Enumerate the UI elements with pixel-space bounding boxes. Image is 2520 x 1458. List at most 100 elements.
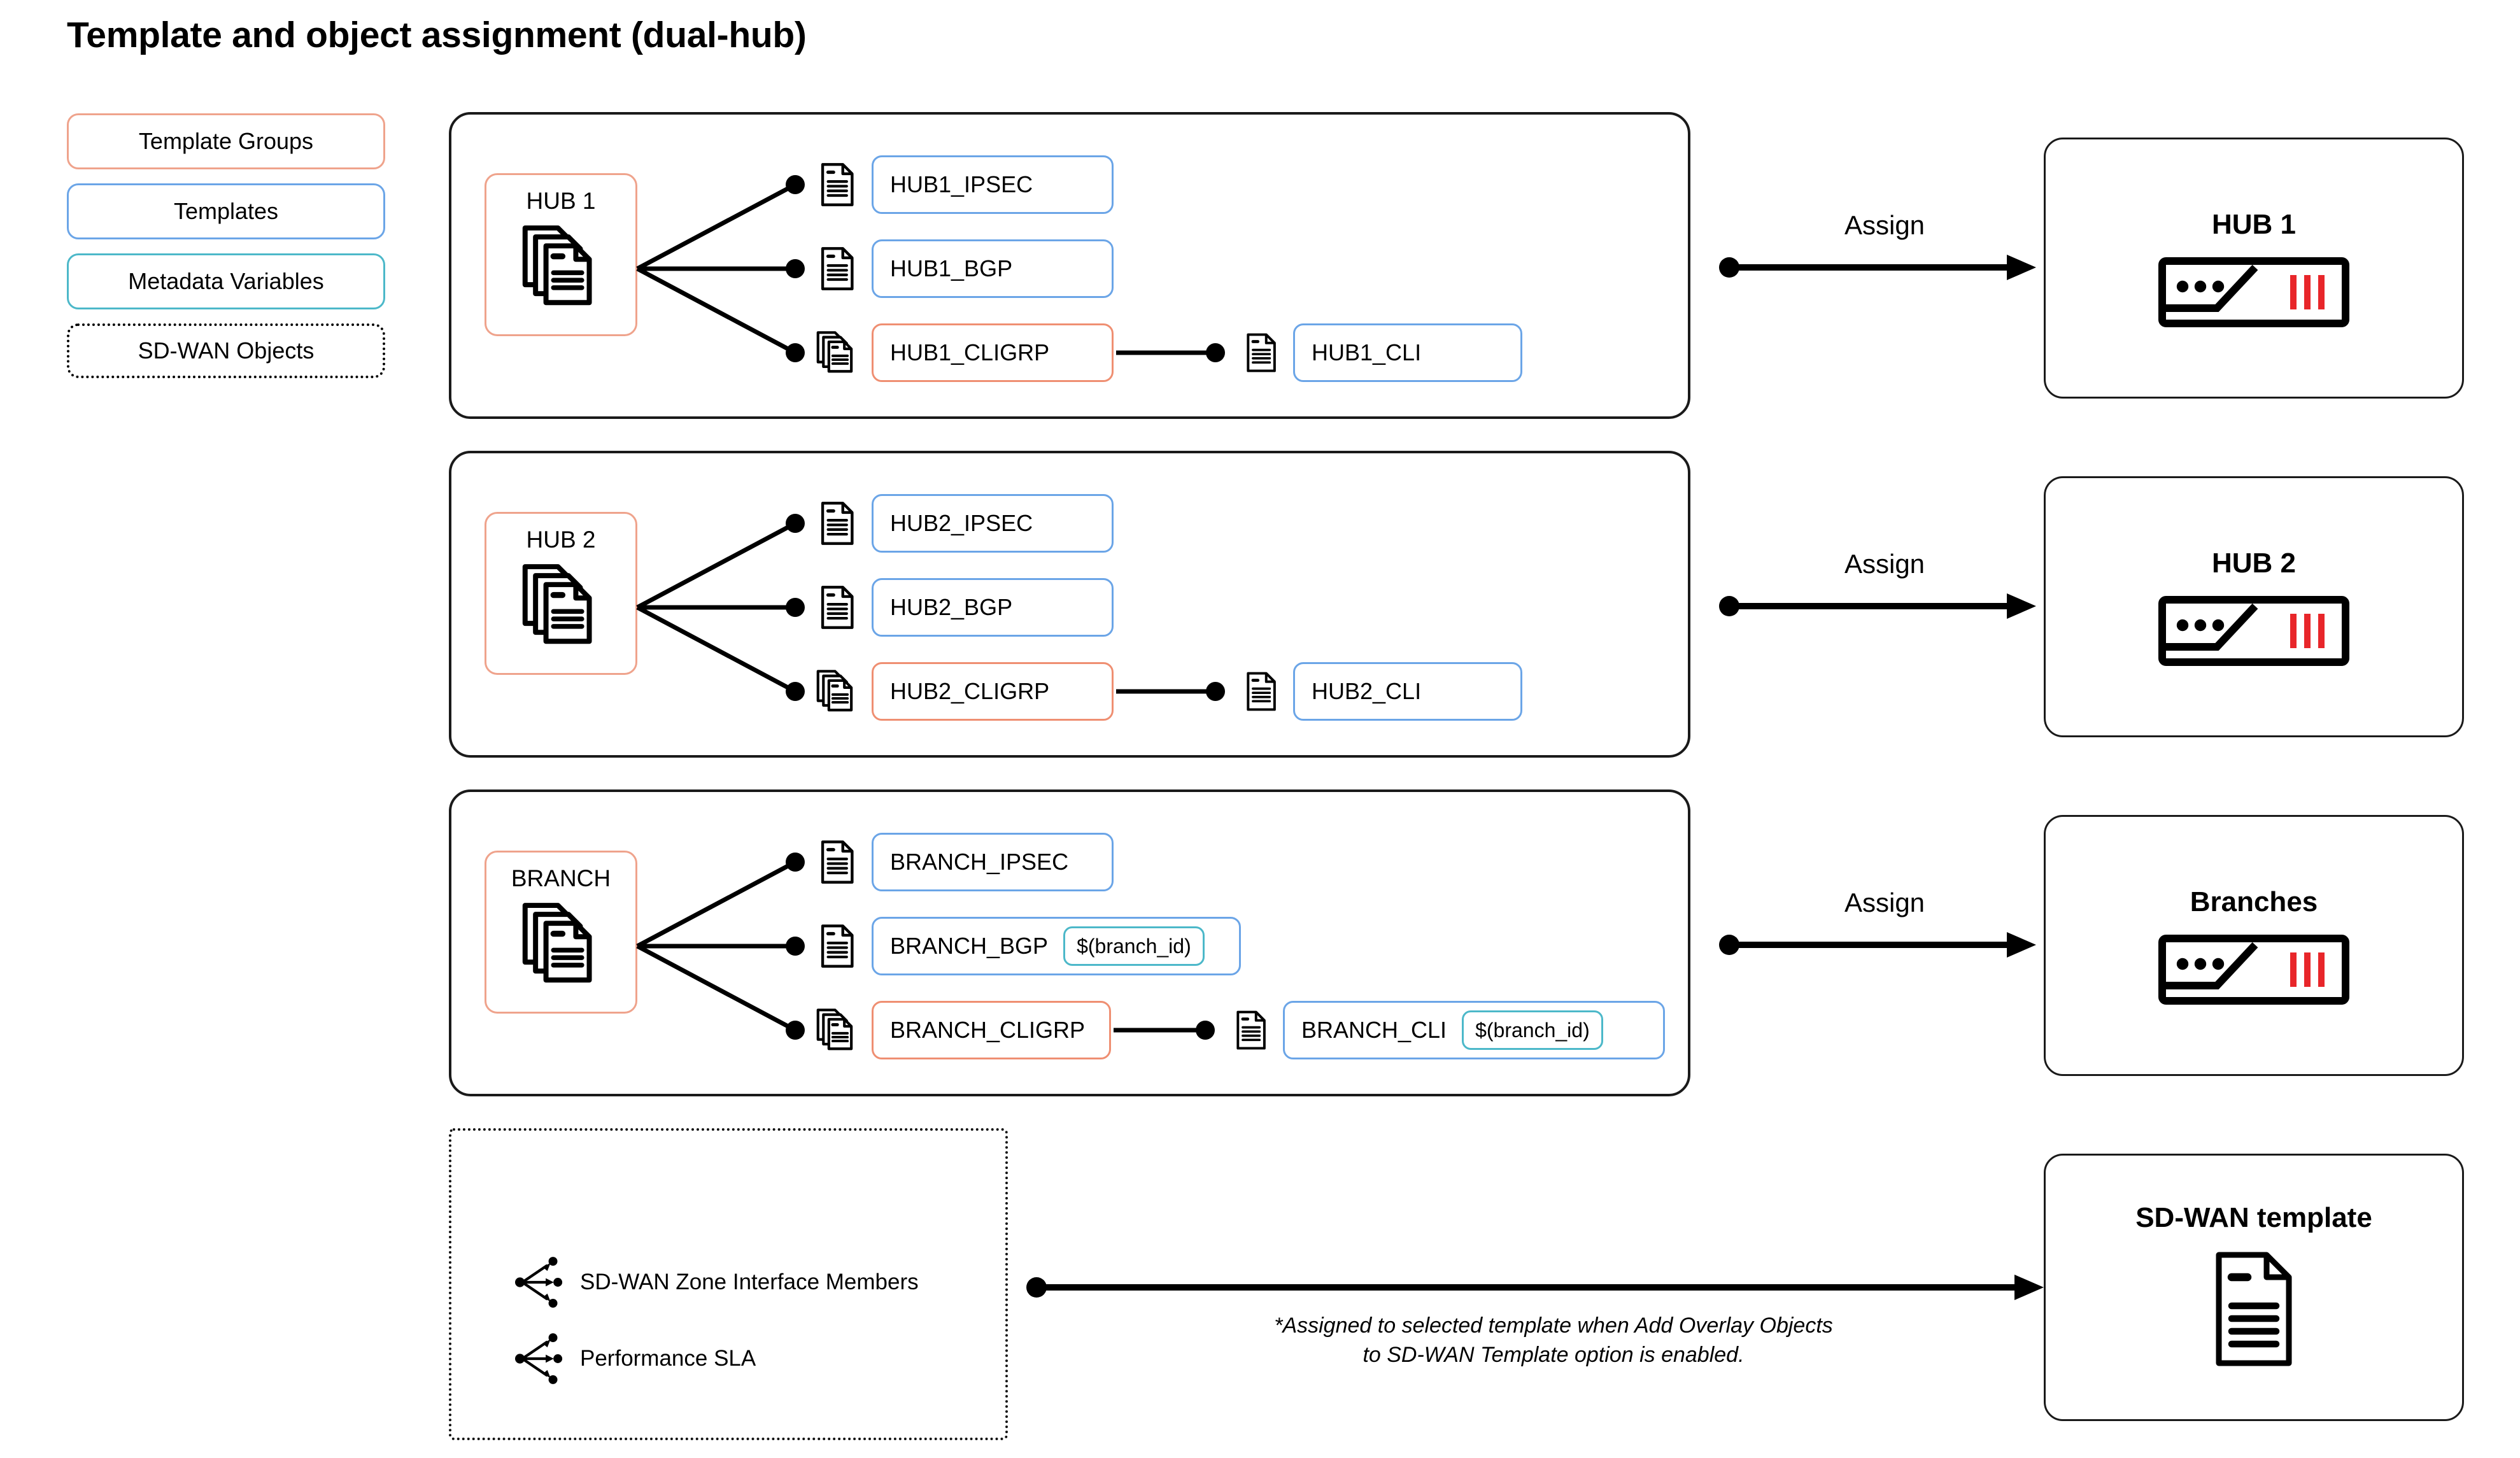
template-name: HUB2_BGP bbox=[890, 594, 1013, 620]
stacked-documents-icon bbox=[513, 219, 609, 315]
sdwan-assign-arrow bbox=[1026, 1273, 2045, 1301]
template-group-badge-branch[interactable]: BRANCH bbox=[485, 851, 637, 1014]
legend-item-sdwan-objects[interactable]: SD-WAN Objects bbox=[67, 323, 385, 378]
sdwan-template-title: SD-WAN template bbox=[2135, 1202, 2372, 1233]
sdwan-objects-panel: SD-WAN Zone Interface Members Performanc… bbox=[449, 1128, 1008, 1440]
template-group-card-hub2: HUB 2 bbox=[449, 451, 1690, 758]
template-box[interactable]: HUB1_BGP bbox=[872, 239, 1114, 298]
template-box[interactable]: HUB2_CLI bbox=[1293, 662, 1522, 721]
template-row: HUB1_CLIGRP HUB1_CLI bbox=[812, 323, 1522, 382]
stacked-documents-icon bbox=[812, 1005, 861, 1055]
legend-item-template-groups[interactable]: Template Groups bbox=[67, 113, 385, 169]
template-row: BRANCH_IPSEC bbox=[812, 833, 1114, 891]
metadata-variable-chip[interactable]: $(branch_id) bbox=[1063, 926, 1205, 966]
legend-label: Templates bbox=[173, 198, 279, 224]
stacked-documents-icon bbox=[513, 896, 609, 992]
fanout-connector-hub2 bbox=[636, 509, 805, 705]
document-icon bbox=[1238, 669, 1283, 714]
template-box[interactable]: HUB2_BGP bbox=[872, 578, 1114, 637]
template-box[interactable]: BRANCH_IPSEC bbox=[872, 833, 1114, 891]
sdwan-object-item[interactable]: Performance SLA bbox=[515, 1333, 756, 1384]
template-group-box[interactable]: HUB2_CLIGRP bbox=[872, 662, 1114, 721]
device-card-hub2[interactable]: HUB 2 bbox=[2044, 476, 2464, 737]
assign-arrow-hub1 bbox=[1719, 253, 2037, 281]
template-box[interactable]: HUB1_CLI bbox=[1293, 323, 1522, 382]
sdwan-object-label: Performance SLA bbox=[580, 1346, 756, 1371]
assign-arrow-hub2 bbox=[1719, 592, 2037, 620]
legend-item-metadata-variables[interactable]: Metadata Variables bbox=[67, 253, 385, 309]
fan-out-icon bbox=[515, 1257, 563, 1308]
template-name: HUB2_IPSEC bbox=[890, 510, 1033, 536]
legend-label: Template Groups bbox=[138, 128, 314, 154]
document-icon bbox=[2203, 1245, 2305, 1373]
cligrp-to-cli-connector bbox=[1114, 340, 1235, 365]
template-group-card-branch: BRANCH bbox=[449, 789, 1690, 1096]
metadata-variable-chip[interactable]: $(branch_id) bbox=[1462, 1010, 1603, 1050]
template-row: BRANCH_CLIGRP BRANCH_CLI $(branch_id) bbox=[812, 1001, 1665, 1059]
document-icon bbox=[1228, 1008, 1273, 1052]
assign-arrow-branch bbox=[1719, 931, 2037, 959]
sdwan-object-item[interactable]: SD-WAN Zone Interface Members bbox=[515, 1257, 919, 1308]
device-card-branches[interactable]: Branches bbox=[2044, 815, 2464, 1076]
cligrp-to-cli-connector bbox=[1111, 1017, 1224, 1043]
template-name: HUB1_IPSEC bbox=[890, 171, 1033, 197]
template-row: HUB2_CLIGRP HUB2_CLI bbox=[812, 662, 1522, 721]
template-name: HUB1_BGP bbox=[890, 255, 1013, 281]
assign-label: Assign bbox=[1844, 888, 1925, 917]
firewall-device-icon bbox=[2158, 257, 2349, 327]
sdwan-template-card[interactable]: SD-WAN template bbox=[2044, 1154, 2464, 1421]
document-icon bbox=[812, 837, 861, 887]
device-title: HUB 1 bbox=[2211, 209, 2297, 240]
template-name: BRANCH_BGP bbox=[890, 933, 1049, 959]
legend: Template Groups Templates Metadata Varia… bbox=[67, 113, 385, 392]
assign-label: Assign bbox=[1844, 549, 1925, 579]
template-name: HUB2_CLI bbox=[1312, 678, 1422, 704]
fanout-connector-hub1 bbox=[636, 171, 805, 367]
template-group-name: HUB1_CLIGRP bbox=[890, 339, 1050, 365]
template-group-badge-label: HUB 1 bbox=[526, 188, 596, 214]
template-box[interactable]: HUB1_IPSEC bbox=[872, 155, 1114, 214]
stacked-documents-icon bbox=[513, 558, 609, 653]
template-group-box[interactable]: HUB1_CLIGRP bbox=[872, 323, 1114, 382]
template-group-badge-label: HUB 2 bbox=[526, 527, 596, 553]
template-group-badge-hub1[interactable]: HUB 1 bbox=[485, 173, 637, 336]
template-row: BRANCH_BGP $(branch_id) bbox=[812, 917, 1241, 975]
device-card-hub1[interactable]: HUB 1 bbox=[2044, 138, 2464, 399]
document-icon bbox=[812, 244, 861, 294]
document-icon bbox=[812, 160, 861, 209]
legend-label: Metadata Variables bbox=[128, 268, 324, 294]
legend-label: SD-WAN Objects bbox=[138, 337, 315, 364]
template-row: HUB1_BGP bbox=[812, 239, 1114, 298]
template-box[interactable]: BRANCH_BGP $(branch_id) bbox=[872, 917, 1241, 975]
template-group-box[interactable]: BRANCH_CLIGRP bbox=[872, 1001, 1111, 1059]
document-icon bbox=[1238, 330, 1283, 375]
device-title: Branches bbox=[2190, 886, 2318, 917]
template-box[interactable]: HUB2_IPSEC bbox=[872, 494, 1114, 553]
template-row: HUB2_IPSEC bbox=[812, 494, 1114, 553]
device-title: HUB 2 bbox=[2211, 548, 2297, 579]
cligrp-to-cli-connector bbox=[1114, 679, 1235, 704]
document-icon bbox=[812, 499, 861, 548]
template-group-badge-label: BRANCH bbox=[511, 865, 611, 891]
fan-out-icon bbox=[515, 1333, 563, 1384]
template-row: HUB2_BGP bbox=[812, 578, 1114, 637]
document-icon bbox=[812, 921, 861, 971]
stacked-documents-icon bbox=[812, 328, 861, 378]
template-group-name: BRANCH_CLIGRP bbox=[890, 1017, 1086, 1043]
template-group-name: HUB2_CLIGRP bbox=[890, 678, 1050, 704]
firewall-device-icon bbox=[2158, 596, 2349, 666]
template-group-card-hub1: HUB 1 bbox=[449, 112, 1690, 419]
firewall-device-icon bbox=[2158, 935, 2349, 1005]
document-icon bbox=[812, 583, 861, 632]
sdwan-footnote: *Assigned to selected template when Add … bbox=[1274, 1313, 1833, 1367]
template-row: HUB1_IPSEC bbox=[812, 155, 1114, 214]
template-name: BRANCH_CLI bbox=[1301, 1017, 1447, 1043]
template-box[interactable]: BRANCH_CLI $(branch_id) bbox=[1283, 1001, 1665, 1059]
legend-item-templates[interactable]: Templates bbox=[67, 183, 385, 239]
template-name: BRANCH_IPSEC bbox=[890, 849, 1069, 875]
fanout-connector-branch bbox=[636, 848, 805, 1044]
page-title: Template and object assignment (dual-hub… bbox=[67, 15, 807, 55]
template-name: HUB1_CLI bbox=[1312, 339, 1422, 365]
template-group-badge-hub2[interactable]: HUB 2 bbox=[485, 512, 637, 675]
assign-label: Assign bbox=[1844, 210, 1925, 240]
